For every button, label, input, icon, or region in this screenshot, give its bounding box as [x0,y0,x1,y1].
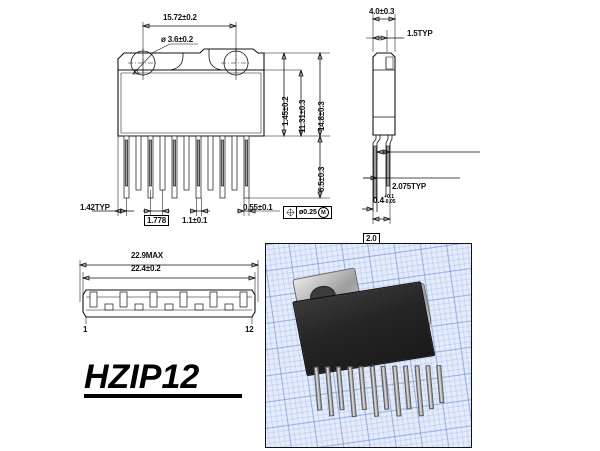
lead [392,365,402,417]
dim-lead-length: 6.5±0.3 [317,166,326,192]
lead-group [123,135,250,199]
mmc-modifier-icon: M [317,207,329,218]
lead [358,365,367,411]
dim-body-thickness: 4.0±0.3 [369,7,395,16]
dim-max-width: 22.9MAX [131,251,163,260]
tolerance-minus: -0.05 [384,199,396,205]
dim-body-height: 11.31±0.3 [298,99,307,133]
pad-row-front [89,291,248,308]
pin-12-label: 12 [245,325,254,334]
package-photo [265,243,472,448]
lead-thickness-tolerance: +0.1 -0.05 [384,195,395,205]
front-view-drawing [92,22,330,216]
package-name-title: HZIP12 [84,358,242,398]
dim-edge-to-pin: 1.42TYP [80,203,110,212]
pad-row-back [104,303,234,311]
dim-lead-thickness: 0.55±0.1 [243,203,273,212]
dim-hole-span: 15.72±0.2 [163,13,197,22]
lead-thickness-value: 0.4 [373,196,385,205]
lead [369,365,380,417]
gdt-feature-control-frame: ø0.25 M [283,206,332,219]
dim-lead-width: 1.1±0.1 [182,216,208,225]
lead [436,364,445,404]
lead [347,365,357,418]
dim-tab-height: 1.45±0.2 [281,96,290,126]
pin-1-label: 1 [83,325,88,334]
gdt-tolerance-value: ø0.25 [299,209,317,216]
dim-total-height: 14.8±0.3 [317,101,326,131]
side-view-drawing [362,14,480,224]
lead [335,366,345,411]
dim-pin-pitch: 1.778 [144,215,170,226]
dim-lead-thickness-toleranced: 0.4 +0.1 -0.05 [373,195,396,206]
dim-body-width: 22.4±0.2 [131,264,161,273]
lead [402,365,412,410]
dim-lead-stagger: 2.075TYP [392,182,426,191]
lead [380,365,390,410]
lead [414,365,424,417]
dim-hole-diameter: ø 3.6±0.2 [161,35,193,44]
chip-photo-object [269,245,468,444]
position-symbol-icon [284,207,297,218]
lead [324,366,335,417]
bottom-view-drawing [78,260,260,324]
package-name-underline [84,394,242,398]
tolerance-plus: +0.1 [384,194,394,200]
dim-tab-offset: 1.5TYP [407,29,433,38]
lead [425,365,435,410]
package-name-text: HZIP12 [84,358,200,396]
